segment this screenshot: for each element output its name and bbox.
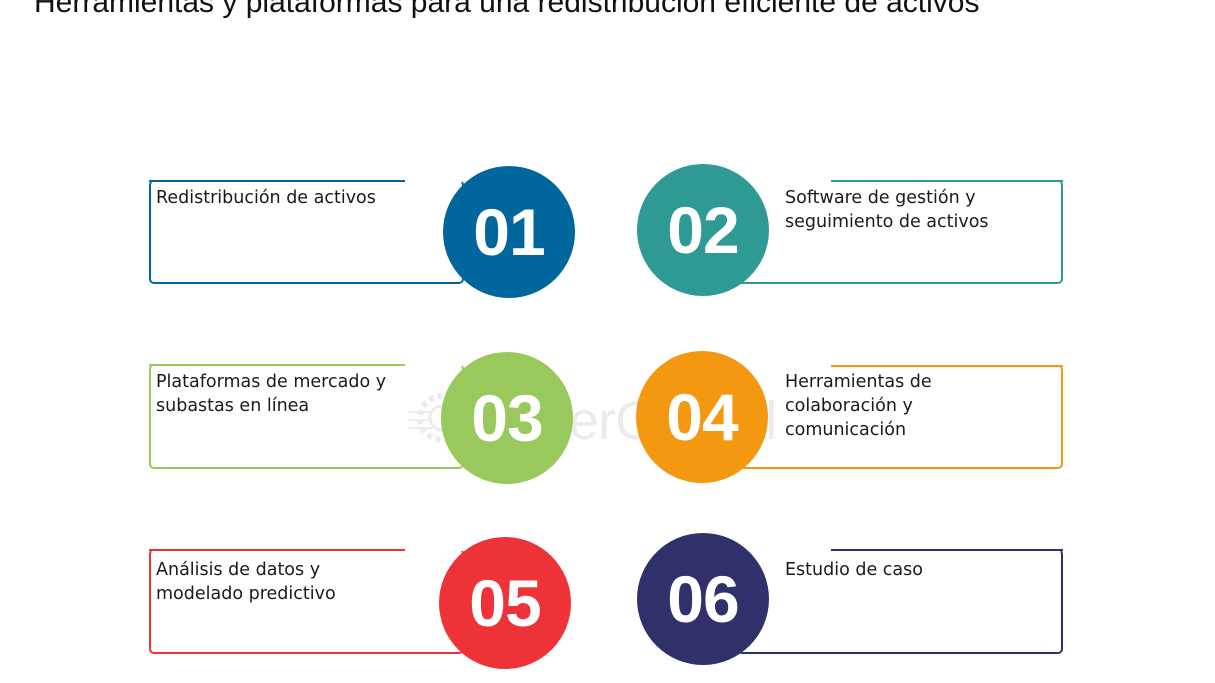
item-label-3: Plataformas de mercado y subastas en lín… <box>156 372 387 416</box>
card-top-line <box>149 549 405 551</box>
item-number-3: 03 <box>441 352 573 484</box>
card-top-line <box>149 180 405 182</box>
item-label-1: Redistribución de activos <box>156 188 376 208</box>
card-top-line <box>149 364 405 366</box>
item-number-text-2: 02 <box>667 193 739 267</box>
item-number-2: 02 <box>637 164 769 296</box>
item-label-5: Análisis de datos y modelado predictivo <box>156 560 336 604</box>
item-number-text-3: 03 <box>471 381 543 455</box>
item-label-6: Estudio de caso <box>785 560 923 580</box>
page-title: Herramientas y plataformas para una redi… <box>34 0 980 19</box>
item-number-text-6: 06 <box>667 562 739 636</box>
card-top-line <box>831 180 1063 182</box>
item-label-4: Herramientas de colaboración y comunicac… <box>785 372 932 440</box>
item-number-5: 05 <box>439 537 571 669</box>
item-label-2: Software de gestión y seguimiento de act… <box>785 188 989 232</box>
item-number-6: 06 <box>637 533 769 665</box>
card-top-line <box>831 549 1063 551</box>
card-top-line <box>831 365 1063 367</box>
item-number-text-5: 05 <box>469 566 541 640</box>
item-number-1: 01 <box>443 166 575 298</box>
item-number-text-1: 01 <box>473 195 545 269</box>
item-number-text-4: 04 <box>666 380 738 454</box>
item-number-4: 04 <box>636 351 768 483</box>
